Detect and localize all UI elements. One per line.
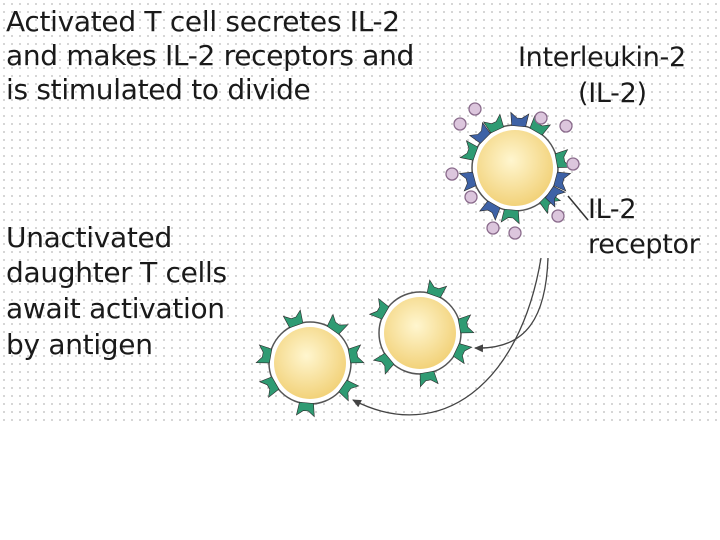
- activated-caption-line-1: Activated T cell secretes IL-2: [6, 5, 400, 38]
- daughter-t-cell-left: [255, 309, 365, 418]
- receptor-label-line-2: receptor: [588, 229, 700, 260]
- antigen-receptor: [426, 279, 448, 299]
- il-2-molecule: [559, 119, 573, 133]
- dotted-background: [0, 0, 720, 425]
- activated-t-cell: [458, 111, 572, 225]
- receptor-label-line-1: IL-2: [588, 194, 637, 225]
- unactivated-caption-line-3: await activation: [6, 292, 225, 325]
- activated-caption-line-2: and makes IL-2 receptors and: [6, 39, 415, 72]
- il-2-receptor: [468, 121, 491, 144]
- il-2-molecule: [486, 221, 500, 235]
- il-2-receptor: [510, 111, 530, 128]
- division-arrow-left: [352, 257, 542, 416]
- il-2-molecule: [551, 209, 565, 223]
- antigen-receptor: [326, 313, 349, 335]
- activated-caption-line-3: is stimulated to divide: [6, 73, 311, 106]
- il-2-receptor: [545, 186, 567, 208]
- daughter-t-cell-right: [368, 279, 475, 388]
- receptor-pointer-line: [567, 195, 589, 221]
- antigen-receptor: [338, 379, 360, 402]
- antigen-receptor: [347, 344, 365, 364]
- antigen-receptor: [372, 352, 395, 375]
- antigen-receptor: [282, 309, 304, 329]
- il-2-label-line-1: Interleukin-2: [518, 42, 686, 73]
- il-2-molecule: [566, 157, 580, 171]
- antigen-receptor: [482, 113, 504, 134]
- il-2-molecule: [445, 167, 459, 181]
- division-arrow-right: [474, 257, 549, 353]
- il-2-molecule: [534, 111, 548, 125]
- antigen-receptor: [554, 149, 572, 168]
- antigen-receptor: [255, 344, 273, 364]
- antigen-receptor: [459, 140, 479, 161]
- il-2-receptor: [458, 171, 477, 192]
- il-2-molecules: [445, 102, 580, 240]
- il-2-molecule: [453, 117, 467, 131]
- antigen-receptor: [452, 343, 473, 365]
- il-2-receptor: [553, 171, 572, 192]
- antigen-receptor: [500, 208, 520, 225]
- antigen-receptor: [368, 297, 390, 320]
- il-2-molecule: [464, 190, 478, 204]
- il-2-molecule: [468, 102, 482, 116]
- il-2-receptor: [479, 200, 501, 221]
- antigen-receptor: [457, 314, 475, 334]
- unactivated-caption-line-1: Unactivated: [6, 221, 172, 254]
- antigen-receptor: [295, 401, 315, 418]
- antigen-receptor: [258, 376, 280, 399]
- antigen-receptor: [419, 370, 439, 388]
- unactivated-caption-line-2: daughter T cells: [6, 256, 227, 289]
- il-2-label-line-2: (IL-2): [578, 78, 647, 109]
- unactivated-caption-line-4: by antigen: [6, 328, 153, 361]
- il-2-molecule: [508, 226, 522, 240]
